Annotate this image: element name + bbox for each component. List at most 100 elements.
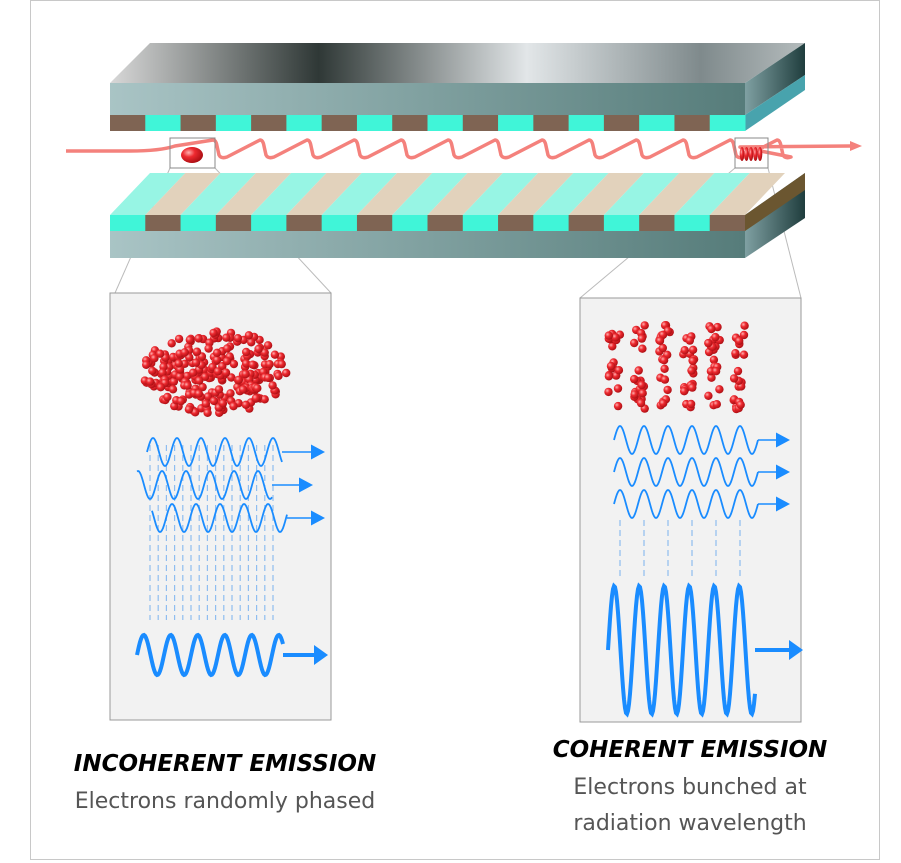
random-phase-wave (136, 470, 273, 500)
magnet-pole (356, 215, 393, 231)
electron (198, 382, 207, 392)
electron (614, 366, 624, 375)
magnet-pole (110, 215, 146, 231)
magnet-pole (251, 215, 287, 231)
electron (660, 375, 670, 384)
magnet-pole (392, 115, 428, 131)
magnet-pole-top (674, 173, 750, 215)
electron (265, 360, 274, 369)
magnet-pole (603, 115, 640, 131)
electron (630, 374, 639, 384)
electron (707, 324, 716, 334)
microbunch-slice (753, 147, 758, 161)
coherent-panel (579, 297, 803, 723)
microbunch-slice (757, 147, 763, 161)
electron (229, 359, 239, 369)
electron (637, 334, 646, 343)
magnet-pole (462, 215, 499, 231)
electron (192, 347, 202, 356)
electron (685, 336, 694, 345)
electron (194, 334, 203, 343)
magnet-pole (180, 215, 217, 231)
electron (201, 399, 211, 408)
electron (180, 359, 189, 368)
electron (688, 356, 698, 366)
microbunch-slice (748, 147, 754, 161)
electron (733, 366, 743, 376)
electron (277, 359, 286, 369)
incoherent-panel (109, 292, 332, 721)
microbunch-slice (739, 147, 745, 161)
in-phase-wave (613, 424, 759, 456)
in-phase-wave (613, 488, 759, 520)
electron (704, 338, 713, 348)
electron (709, 355, 719, 364)
magnet-pole-top (251, 173, 327, 215)
electron (282, 368, 291, 378)
electron (686, 399, 696, 409)
electron (735, 336, 744, 346)
magnet-pole (462, 115, 499, 131)
electron (209, 396, 219, 406)
electron (604, 331, 613, 340)
electron (163, 392, 172, 402)
electron (613, 384, 623, 393)
electron (221, 368, 231, 377)
electron (238, 385, 248, 394)
electron (150, 354, 159, 363)
electron (212, 348, 222, 357)
electron (241, 400, 251, 409)
electron (715, 385, 724, 394)
electron (638, 344, 647, 353)
magnet-pole (498, 115, 534, 131)
magnet-pole-top (462, 173, 539, 215)
output-arrow-head (314, 645, 328, 665)
magnet-pole (674, 115, 711, 131)
electron (711, 367, 721, 376)
electron (155, 349, 165, 358)
magnet-pole (674, 215, 711, 231)
electron (630, 390, 639, 399)
in-phase-wave (613, 456, 759, 488)
electron-beam-path (66, 137, 862, 169)
lower-magnet-array (110, 173, 805, 258)
microbunch-slice (744, 147, 749, 161)
magnet-front-face (110, 83, 745, 115)
magnet-pole (286, 215, 323, 231)
electron (736, 400, 745, 409)
electron (268, 381, 277, 390)
wave-arrow-head (776, 432, 790, 448)
electron (688, 345, 698, 354)
electron (640, 321, 649, 330)
electron (148, 366, 157, 375)
electron (660, 364, 669, 373)
incoherent-zoom-box (169, 137, 216, 169)
magnet-pole-top (321, 173, 397, 215)
electron (203, 392, 213, 401)
electron (729, 374, 739, 383)
electron (704, 391, 713, 400)
incoherent-title: INCOHERENT EMISSION (73, 751, 377, 777)
magnet-pole (639, 215, 675, 231)
electron (712, 400, 721, 409)
electron (218, 399, 228, 408)
electron (604, 372, 614, 381)
electron (212, 355, 222, 365)
electron (222, 357, 232, 366)
magnet-pole (180, 115, 217, 131)
magnet-pole (709, 215, 746, 231)
magnet-pole (568, 115, 605, 131)
magnet-front-face (110, 231, 745, 258)
electron (204, 344, 213, 353)
electron (180, 348, 189, 357)
wave-arrow-head (311, 444, 325, 460)
magnet-pole (145, 215, 182, 231)
electron (184, 405, 194, 414)
magnet-pole (603, 215, 640, 231)
electron (680, 387, 689, 396)
random-phase-wave (146, 436, 283, 468)
wave-arrow-head (311, 510, 325, 526)
electron (242, 347, 251, 357)
magnet-top-face (110, 43, 805, 83)
